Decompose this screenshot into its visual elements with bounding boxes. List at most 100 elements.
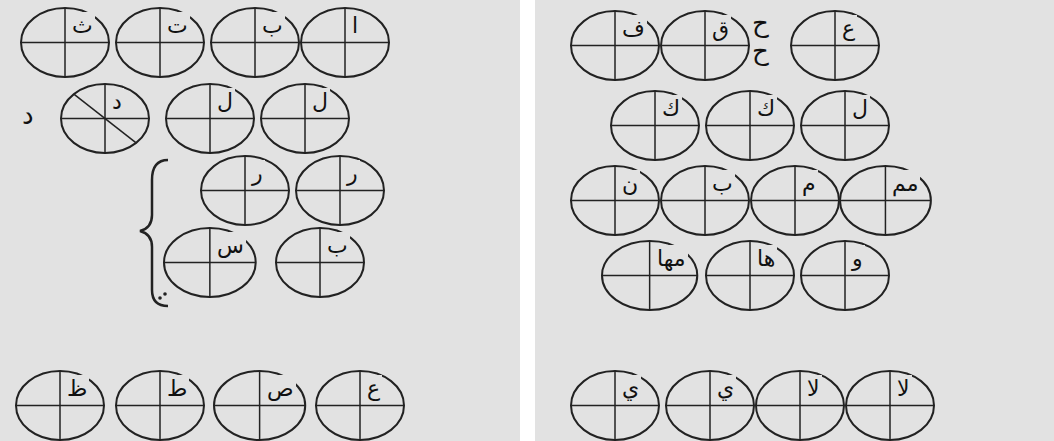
ellipse-outline <box>201 156 289 225</box>
vertical-guide <box>799 371 801 440</box>
letter-circle: ق <box>659 9 751 82</box>
letter-circle: ا <box>299 6 391 79</box>
ellipse-outline <box>61 84 149 153</box>
vertical-guide <box>614 11 616 80</box>
letter-circle: ث <box>19 6 111 79</box>
arabic-letter: ك <box>660 95 682 123</box>
ellipse-outline <box>751 166 839 235</box>
letter-circle: د <box>59 82 151 155</box>
left-panel <box>0 0 520 441</box>
arabic-letter: ق <box>710 15 731 43</box>
ellipse-outline <box>571 11 659 80</box>
ellipse-outline <box>116 8 204 77</box>
vertical-guide <box>709 371 711 440</box>
arabic-letter: ص <box>265 375 296 403</box>
vertical-guide <box>244 156 246 225</box>
letter-circle: لا <box>844 369 936 441</box>
diagonal-guide <box>74 94 136 142</box>
dot <box>158 296 162 300</box>
guide-ellipse <box>114 369 206 441</box>
ellipse-outline <box>211 8 299 77</box>
arabic-letter: ب <box>710 170 735 198</box>
guide-ellipse <box>659 164 751 237</box>
arabic-letter: ت <box>165 12 190 40</box>
vertical-guide <box>304 84 306 153</box>
vertical-guide <box>844 241 846 310</box>
arabic-letter: ث <box>70 12 95 40</box>
letter-label: ح <box>752 8 769 39</box>
guide-ellipse <box>664 369 756 441</box>
vertical-guide <box>749 241 751 310</box>
ellipse-outline <box>571 166 659 235</box>
guide-ellipse <box>209 6 301 79</box>
ellipse-outline <box>214 371 305 440</box>
ellipse-outline <box>21 8 109 77</box>
vertical-guide <box>254 8 256 77</box>
letter-circle: ن <box>569 164 661 237</box>
arabic-letter: ل <box>310 88 330 116</box>
vertical-guide <box>794 166 796 235</box>
ellipse-outline <box>706 91 794 160</box>
guide-ellipse <box>844 369 936 441</box>
vertical-guide <box>159 8 161 77</box>
letter-circle: ل <box>799 89 891 162</box>
letter-circle: ر <box>199 154 291 227</box>
ellipse-outline <box>846 371 934 440</box>
dot <box>163 292 167 296</box>
arabic-letter: ظ <box>65 375 89 403</box>
letter-circle: ع <box>314 369 406 441</box>
ellipse-outline <box>666 371 754 440</box>
guide-ellipse <box>274 226 366 299</box>
guide-ellipse <box>704 89 796 162</box>
arabic-letter: و <box>850 245 865 273</box>
ellipse-outline <box>276 228 364 297</box>
guide-ellipse <box>199 154 291 227</box>
guide-ellipse <box>789 9 881 82</box>
vertical-guide <box>209 228 211 297</box>
arabic-letter: لا <box>895 375 912 403</box>
letter-circle: ب <box>274 226 366 299</box>
ellipse-outline <box>611 91 699 160</box>
vertical-guide <box>704 166 706 235</box>
letter-circle: م <box>749 164 841 237</box>
ellipse-outline <box>316 371 404 440</box>
arabic-letter: ط <box>165 375 189 403</box>
guide-ellipse <box>569 369 661 441</box>
letter-label: ح <box>752 36 769 67</box>
vertical-guide <box>159 371 161 440</box>
vertical-guide <box>344 8 346 77</box>
guide-ellipse <box>164 82 256 155</box>
guide-ellipse <box>294 154 386 227</box>
guide-ellipse <box>569 9 661 82</box>
letter-circle: و <box>799 239 891 312</box>
vertical-guide <box>834 11 836 80</box>
guide-ellipse <box>749 164 841 237</box>
ellipse-outline <box>166 84 254 153</box>
arabic-letter: ب <box>260 12 285 40</box>
ellipse-outline <box>801 241 889 310</box>
ellipse-outline <box>301 8 389 77</box>
guide-ellipse <box>609 89 701 162</box>
arabic-letter: د <box>110 88 124 116</box>
letter-circle: ب <box>209 6 301 79</box>
guide-ellipse <box>754 369 846 441</box>
guide-ellipse <box>569 164 661 237</box>
vertical-guide <box>259 371 261 440</box>
letter-circle: ها <box>704 239 796 312</box>
letter-circle: ع <box>789 9 881 82</box>
ellipse-outline <box>756 371 844 440</box>
letter-label: د <box>22 100 34 131</box>
vertical-guide <box>339 156 341 225</box>
letter-circle: ظ <box>14 369 106 441</box>
guide-ellipse <box>314 369 406 441</box>
ellipse-outline <box>602 241 697 310</box>
ellipse-outline <box>706 241 794 310</box>
guide-ellipse <box>799 89 891 162</box>
letter-circle: ط <box>114 369 206 441</box>
letter-circle: مها <box>600 239 699 312</box>
vertical-guide <box>319 228 321 297</box>
arabic-letter: ف <box>620 15 647 43</box>
letter-circle: ت <box>114 6 206 79</box>
arabic-letter: ي <box>620 375 641 403</box>
letter-circle: ي <box>664 369 756 441</box>
